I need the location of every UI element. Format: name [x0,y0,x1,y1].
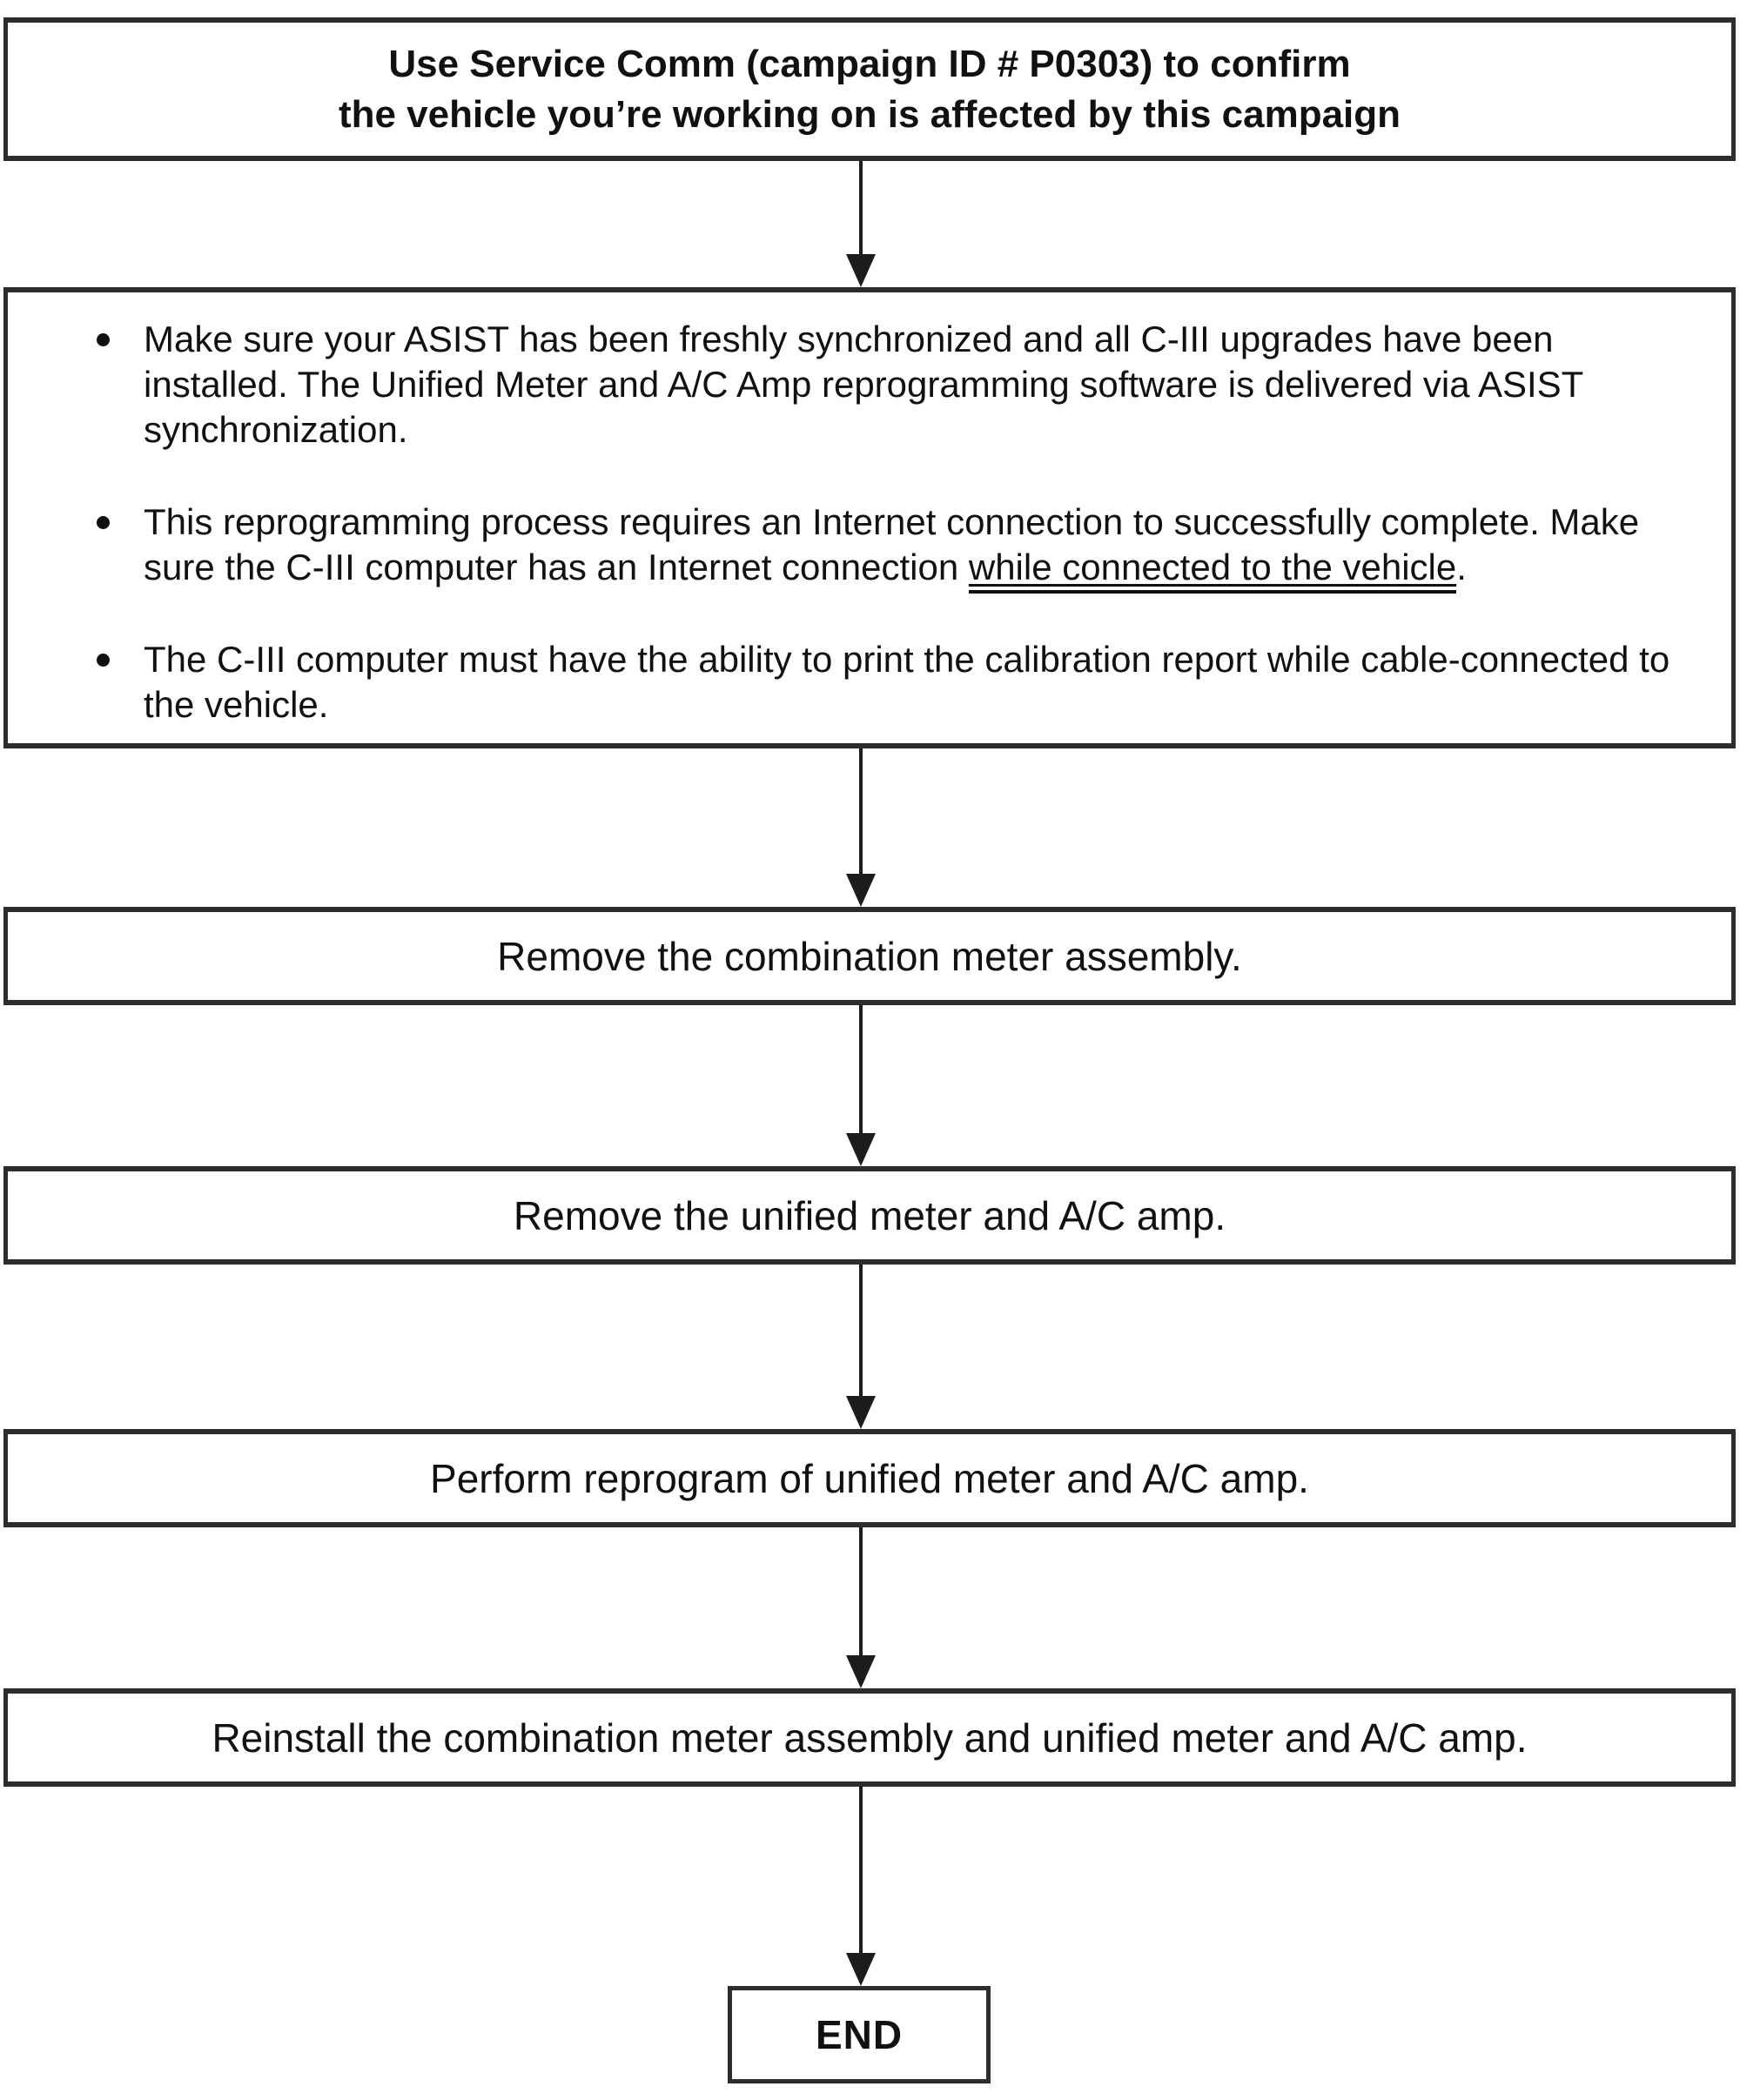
header-text: Use Service Comm (campaign ID # P0303) t… [339,39,1401,140]
down-arrow [846,1265,876,1429]
down-arrow [846,1005,876,1166]
header-box: Use Service Comm (campaign ID # P0303) t… [3,17,1736,161]
note-bullet-print-report: The C-III computer must have the ability… [95,637,1670,728]
arrow-line [859,161,863,254]
end-box: END [728,1986,991,2083]
down-arrow [846,748,876,907]
step-label: Remove the unified meter and A/C amp. [513,1192,1226,1238]
arrow-line [859,1265,863,1396]
note-text: The C-III computer must have the ability… [144,639,1670,725]
note-bullet-asist-sync: Make sure your ASIST has been freshly sy… [95,317,1670,453]
step-label: Reinstall the combination meter assembly… [212,1714,1528,1761]
arrow-head-icon [846,1953,876,1986]
step-box-reprogram-unified-meter: Perform reprogram of unified meter and A… [3,1429,1736,1527]
step-label: Remove the combination meter assembly. [497,933,1242,979]
arrow-line [859,1786,863,1953]
down-arrow [846,1786,876,1986]
header-line-1: Use Service Comm (campaign ID # P0303) t… [388,42,1351,85]
down-arrow [846,1527,876,1688]
end-label: END [815,2012,904,2057]
arrow-line [859,748,863,874]
note-text-after: . [1456,547,1467,587]
note-bullet-internet-connection: This reprogramming process requires an I… [95,500,1670,594]
prerequisites-box: Make sure your ASIST has been freshly sy… [3,287,1736,748]
note-text: Make sure your ASIST has been freshly sy… [144,319,1583,450]
note-text-underlined: while connected to the vehicle [968,547,1457,594]
arrow-head-icon [846,1133,876,1166]
step-box-remove-combination-meter: Remove the combination meter assembly. [3,907,1736,1005]
arrow-head-icon [846,254,876,287]
arrow-head-icon [846,1396,876,1429]
step-box-remove-unified-meter: Remove the unified meter and A/C amp. [3,1166,1736,1265]
arrow-line [859,1527,863,1655]
arrow-head-icon [846,874,876,907]
arrow-line [859,1005,863,1133]
header-line-2: the vehicle you’re working on is affecte… [338,92,1401,136]
step-box-reinstall-assembly: Reinstall the combination meter assembly… [3,1688,1736,1787]
note-text-before: This reprogramming process requires an I… [144,501,1640,587]
step-label: Perform reprogram of unified meter and A… [430,1455,1309,1501]
prerequisites-list: Make sure your ASIST has been freshly sy… [8,292,1731,728]
arrow-head-icon [846,1655,876,1688]
down-arrow [846,161,876,287]
